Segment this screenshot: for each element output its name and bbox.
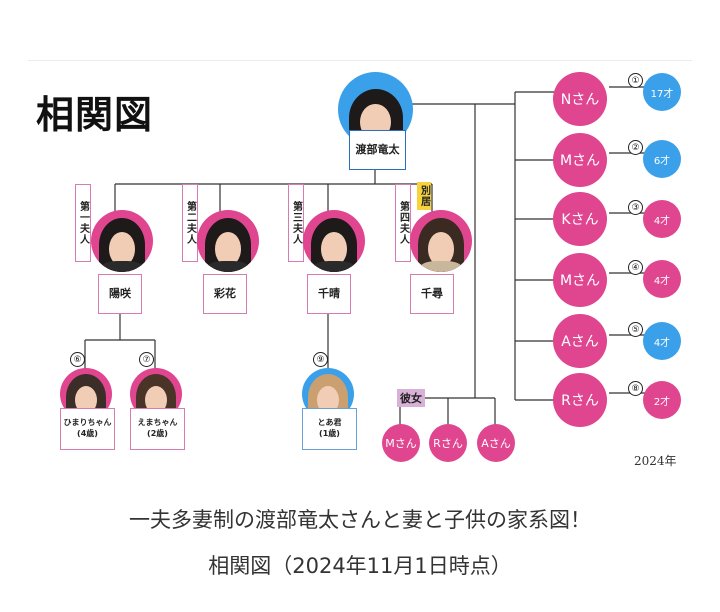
wife-4-photo <box>410 210 472 272</box>
child-4-circle: Mさん <box>553 253 607 307</box>
child-2-circle: Mさん <box>553 133 607 187</box>
child-2-age: 6才 <box>643 140 681 178</box>
caption-line-1: 一夫多妻制の渡部竜太さんと妻と子供の家系図！ <box>129 508 591 532</box>
diagram-title: 相関図 <box>36 93 154 137</box>
child-himari-name: ひまりちゃん (4歳) <box>60 408 115 450</box>
child-ema-number: ⑦ <box>139 352 154 367</box>
child-6-number: ⑧ <box>628 381 643 396</box>
child-2-number: ② <box>628 140 643 155</box>
girlfriend-1: Mさん <box>382 424 420 462</box>
child-6-circle: Rさん <box>553 373 607 427</box>
wife-3-photo <box>303 210 365 272</box>
wife-2-label: 第二夫人 <box>182 184 198 262</box>
child-5-age: 4才 <box>643 322 681 360</box>
girlfriend-3: Aさん <box>477 424 515 462</box>
child-himari-name-text: ひまりちゃん <box>63 418 112 428</box>
child-3-circle: Kさん <box>553 192 607 246</box>
center-name: 渡部竜太 <box>349 130 406 170</box>
child-himari-age: (4歳) <box>77 429 98 438</box>
child-ema-name-text: えまちゃん <box>137 418 178 428</box>
child-toa-age: (1歳) <box>319 429 340 438</box>
child-himari-number: ⑥ <box>70 352 85 367</box>
wife-1-name: 陽咲 <box>98 274 142 314</box>
girlfriend-label: 彼女 <box>397 389 425 407</box>
top-divider <box>28 60 692 61</box>
caption-line-2: 相関図（2024年11月1日時点） <box>208 554 512 578</box>
child-6-age: 2才 <box>643 381 681 419</box>
wife-2-name: 彩花 <box>203 274 247 314</box>
wife-4-label: 第四夫人 <box>395 184 411 262</box>
year-note: 2024年 <box>634 454 677 468</box>
wife-1-label: 第一夫人 <box>75 184 91 262</box>
child-toa-number: ⑨ <box>313 352 328 367</box>
child-5-circle: Aさん <box>553 314 607 368</box>
child-3-age: 4才 <box>643 200 681 238</box>
wife-4-name: 千尋 <box>410 274 454 314</box>
child-ema-age: (2歳) <box>147 429 168 438</box>
child-toa-name: とあ君 (1歳) <box>302 408 357 450</box>
wife-3-name: 千晴 <box>307 274 351 314</box>
wife-4-note: 別居 <box>417 182 431 210</box>
child-toa-name-text: とあ君 <box>317 418 342 428</box>
child-1-age: 17才 <box>643 73 681 111</box>
child-1-number: ① <box>628 73 643 88</box>
child-1-circle: Nさん <box>553 72 607 126</box>
wife-3-label: 第三夫人 <box>288 184 304 262</box>
child-ema-name: えまちゃん (2歳) <box>130 408 185 450</box>
wife-2-photo <box>197 210 259 272</box>
child-5-number: ⑤ <box>628 322 643 337</box>
child-4-number: ④ <box>628 260 643 275</box>
girlfriend-2: Rさん <box>429 424 467 462</box>
child-3-number: ③ <box>628 200 643 215</box>
wife-1-photo <box>91 210 153 272</box>
child-4-age: 4才 <box>643 260 681 298</box>
